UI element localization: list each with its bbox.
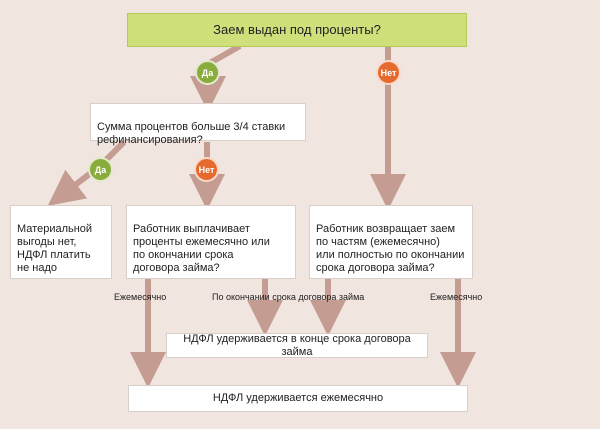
no-benefit-text: Материальной выгоды нет, НДФЛ платить не… bbox=[17, 223, 93, 274]
top-question-text: Заем выдан под проценты? bbox=[213, 22, 381, 37]
interest-question-box: Сумма процентов больше 3/4 ставки рефина… bbox=[90, 103, 306, 146]
employee-pays-interest-box: Работник выплачивает проценты ежемесячно… bbox=[126, 205, 296, 279]
yes-badge-2: Да bbox=[88, 157, 113, 182]
withheld-monthly-text: НДФЛ удерживается ежемесячно bbox=[212, 392, 384, 404]
withheld-monthly-box: НДФЛ удерживается ежемесячно bbox=[128, 385, 468, 412]
employee-repays-loan-box: Работник возвращает заем по частям (ежем… bbox=[309, 205, 473, 279]
employee-pays-interest-text: Работник выплачивает проценты ежемесячно… bbox=[133, 223, 270, 274]
employee-repays-loan-text: Работник возвращает заем по частям (ежем… bbox=[316, 223, 465, 274]
top-question-box: Заем выдан под проценты? bbox=[127, 13, 467, 47]
label-end-of-term: По окончании срока договора займа bbox=[212, 292, 365, 302]
no-badge-1: Нет bbox=[376, 60, 401, 85]
label-monthly-right: Ежемесячно bbox=[430, 292, 483, 302]
withheld-end-of-term-box: НДФЛ удерживается в конце срока договора… bbox=[166, 333, 428, 358]
yes-badge-1: Да bbox=[195, 60, 220, 85]
withheld-end-of-term-text: НДФЛ удерживается в конце срока договора… bbox=[183, 332, 411, 358]
label-monthly-left: Ежемесячно bbox=[114, 292, 167, 302]
no-benefit-box: Материальной выгоды нет, НДФЛ платить не… bbox=[10, 205, 112, 279]
interest-question-text: Сумма процентов больше 3/4 ставки рефина… bbox=[97, 121, 286, 146]
no-badge-2: Нет bbox=[194, 157, 219, 182]
